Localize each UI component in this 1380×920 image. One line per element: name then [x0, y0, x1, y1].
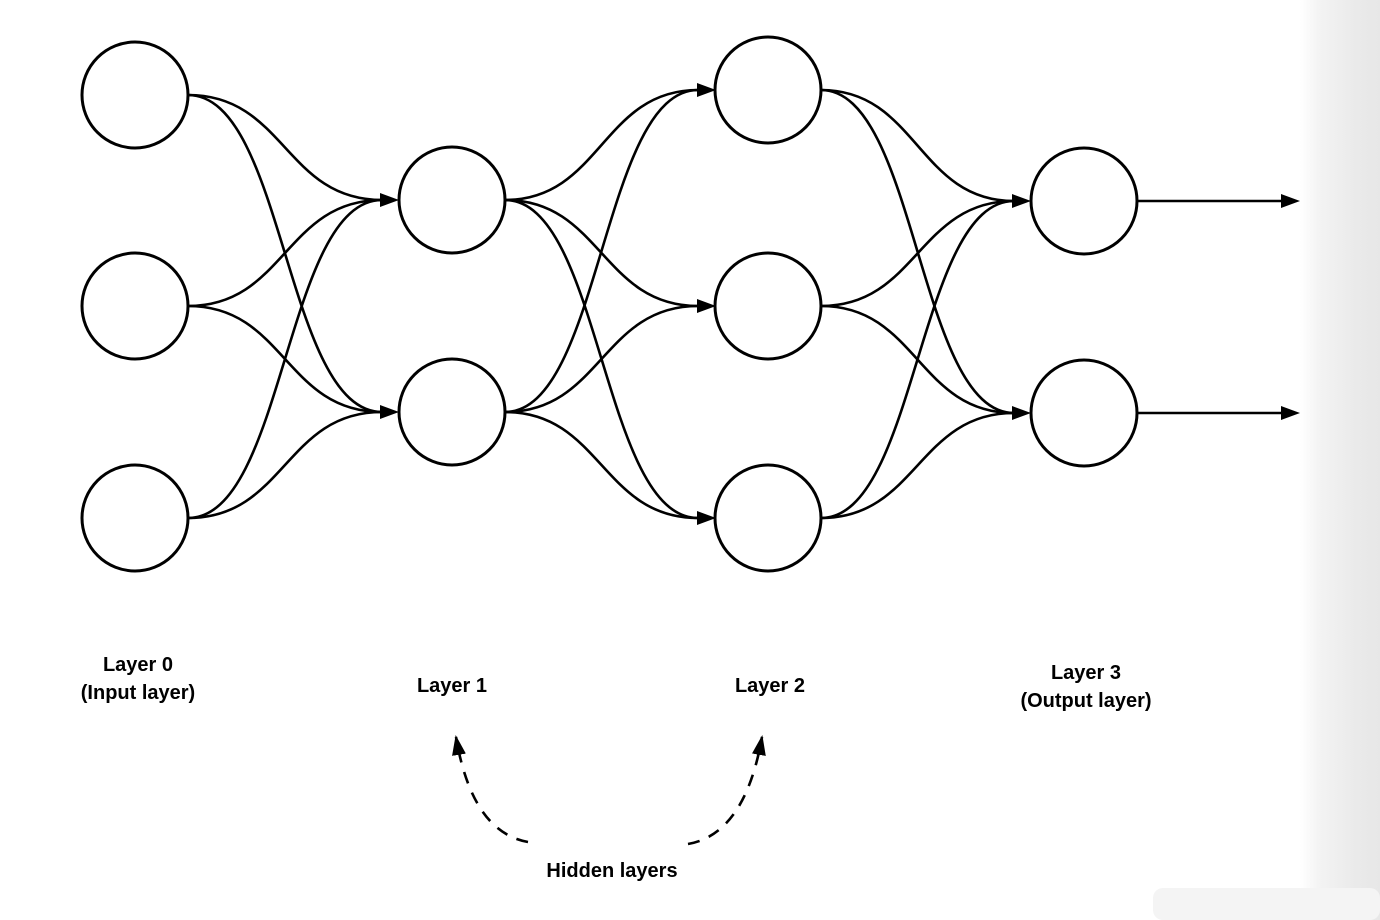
layer3-label: Layer 3 (Output layer) [976, 659, 1196, 715]
arrowhead-icon [1281, 194, 1300, 208]
layer0-label: Layer 0 (Input layer) [28, 651, 248, 707]
layer2-nodes [713, 35, 823, 573]
arrowhead-icon [1281, 406, 1300, 420]
layer0-nodes [80, 40, 190, 573]
arrowhead-icon [697, 511, 716, 525]
edge [187, 198, 383, 520]
edges-layer2-to-layer3 [820, 88, 1015, 520]
output-arrows [1137, 194, 1300, 420]
node-layer0-3 [80, 463, 190, 573]
layer2-label: Layer 2 [734, 675, 806, 697]
edge [187, 93, 383, 202]
dashed-arrow-left [452, 735, 529, 844]
node-layer3-2 [1029, 358, 1139, 468]
edge [820, 88, 1015, 415]
right-edge-band [1300, 0, 1380, 920]
edge [820, 88, 1015, 203]
edge [504, 304, 699, 414]
edges-layer1-to-layer2 [504, 88, 699, 520]
edge [504, 88, 699, 202]
arrowhead-icon [1012, 194, 1031, 208]
dashed-arrow-right [687, 735, 766, 846]
node-layer2-1 [713, 35, 823, 145]
arrowhead-icon [697, 299, 716, 313]
arrowhead-icon [697, 83, 716, 97]
edge [187, 198, 383, 308]
node-layer2-3 [713, 463, 823, 573]
arrowhead-icon [380, 193, 399, 207]
node-layer0-2 [80, 251, 190, 361]
layer0-label-line2: (Input layer) [80, 682, 196, 704]
layer0-label-line1: Layer 0 [102, 654, 174, 676]
layer3-label-line2: (Output layer) [1020, 690, 1152, 712]
hidden-layers-label: Hidden layers [546, 860, 678, 882]
node-layer2-2 [713, 251, 823, 361]
edge [504, 410, 699, 520]
layer3-label-line1: Layer 3 [1050, 662, 1122, 684]
node-layer0-1 [80, 40, 190, 150]
edge [820, 304, 1015, 415]
node-layer1-1 [397, 145, 507, 255]
hidden-layers-annotation-arrows [452, 735, 766, 846]
arrowhead-icon [1012, 406, 1031, 420]
edge [504, 88, 699, 414]
node-entry-arrowheads [380, 83, 1031, 525]
layer1-label: Layer 1 [416, 675, 488, 697]
node-layer1-2 [397, 357, 507, 467]
layer1-nodes [397, 145, 507, 467]
edge [820, 411, 1015, 520]
node-layer3-1 [1029, 146, 1139, 256]
layer3-nodes [1029, 146, 1139, 468]
edge [187, 410, 383, 520]
arrowhead-icon [380, 405, 399, 419]
bottom-right-panel [1153, 888, 1380, 920]
edges-layer0-to-layer1 [187, 93, 383, 520]
